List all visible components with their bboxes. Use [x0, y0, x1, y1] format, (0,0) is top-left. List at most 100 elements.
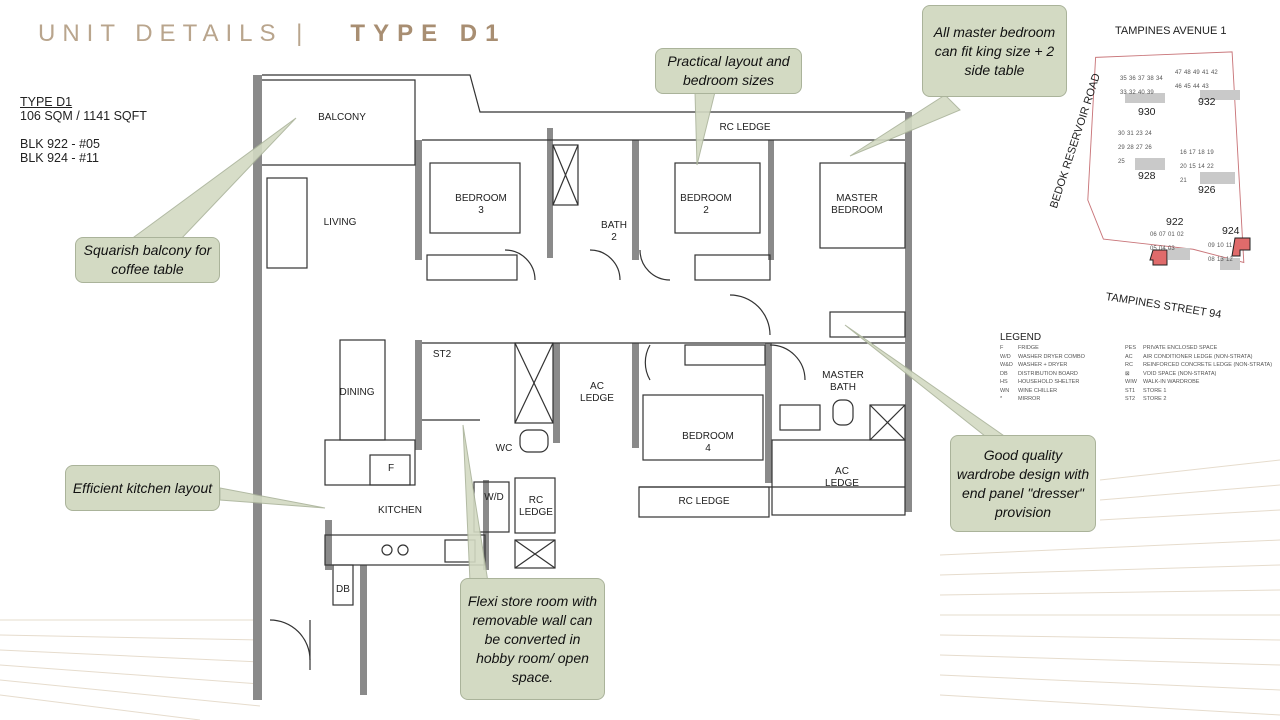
site-unit-number: 19 — [1207, 150, 1214, 156]
room-wc: WC — [495, 443, 513, 454]
legend-item: ⊠ VOID SPACE (NON-STRATA) — [1125, 371, 1272, 380]
site-unit-number: 29 — [1118, 145, 1125, 151]
site-unit-number: 37 — [1138, 76, 1145, 82]
legend-desc: STORE 1 — [1143, 387, 1167, 394]
site-unit-number: 27 — [1136, 145, 1143, 151]
legend-desc: HOUSEHOLD SHELTER — [1018, 379, 1080, 385]
unit-info: TYPE D1 106 SQM / 1141 SQFT BLK 922 - #0… — [20, 95, 147, 165]
room-wd: W/D — [484, 492, 504, 503]
site-unit-number: 20 — [1180, 164, 1187, 170]
legend-item: ST1 STORE 1 — [1125, 388, 1272, 397]
site-unit-number: 28 — [1127, 145, 1134, 151]
site-unit-number: 31 — [1127, 131, 1134, 137]
unit-type: TYPE D1 — [20, 95, 73, 109]
title-light: UNIT DETAILS | — [38, 20, 310, 47]
site-unit-number: 09 — [1208, 243, 1215, 249]
site-unit-number: 43 — [1202, 84, 1209, 90]
site-unit-number: 06 — [1150, 232, 1157, 238]
site-unit-number: 21 — [1180, 178, 1187, 184]
legend-desc: DISTRIBUTION BOARD — [1018, 370, 1078, 377]
legend-abbr: DB — [1000, 370, 1008, 377]
site-unit-number: 02 — [1177, 232, 1184, 238]
site-unit-number: 42 — [1211, 70, 1218, 76]
site-unit-number: 03 — [1168, 246, 1175, 252]
callout-kitchen: Efficient kitchen layout — [65, 465, 220, 511]
room-rc-ledge-top: RC LEDGE — [719, 122, 771, 133]
room-ac-ledge-2: AC LEDGE — [825, 466, 859, 489]
site-unit-number: 10 — [1217, 243, 1224, 249]
block-926: 926 — [1198, 184, 1216, 196]
room-fridge: F — [387, 463, 395, 474]
site-unit-number: 23 — [1136, 131, 1143, 137]
legend-abbr: WN — [1000, 387, 1010, 394]
room-bedroom-3: BEDROOM 3 — [455, 193, 507, 216]
site-plan — [1087, 51, 1251, 270]
site-unit-number: 12 — [1226, 257, 1233, 263]
callout-master-bedroom: All master bedroom can fit king size + 2… — [922, 5, 1067, 97]
site-unit-number: 07 — [1159, 232, 1166, 238]
room-db: DB — [336, 584, 350, 595]
room-bath-2: BATH 2 — [601, 220, 627, 243]
room-ac-ledge-1: AC LEDGE — [580, 381, 614, 404]
legend-abbr: HS — [1000, 379, 1008, 385]
site-unit-number: 11 — [1226, 243, 1233, 249]
room-st2: ST2 — [432, 349, 452, 360]
room-rc-ledge-kitchen: RC LEDGE — [519, 495, 553, 518]
legend-desc: PRIVATE ENCLOSED SPACE — [1143, 345, 1218, 351]
site-unit-number: 48 — [1184, 70, 1191, 76]
site-unit-number: 47 — [1175, 70, 1182, 76]
site-unit-number: 22 — [1207, 164, 1214, 170]
room-bedroom-2: BEDROOM 2 — [680, 193, 732, 216]
legend-title: LEGEND — [1000, 332, 1042, 343]
legend-item: DB DISTRIBUTION BOARD — [1000, 371, 1125, 380]
legend-item: *MIRROR — [1000, 396, 1125, 405]
legend-abbr: W&D — [1000, 362, 1013, 368]
legend-abbr: W/D — [1000, 353, 1011, 360]
site-unit-number: 18 — [1198, 150, 1205, 156]
legend-desc: MIRROR — [1018, 396, 1041, 402]
site-unit-number: 08 — [1208, 257, 1215, 263]
site-unit-number: 34 — [1156, 76, 1163, 82]
room-dining: DINING — [339, 387, 375, 398]
legend-desc: VOID SPACE (NON-STRATA) — [1143, 370, 1217, 377]
legend-abbr: WIW — [1125, 379, 1137, 385]
site-unit-number: 39 — [1147, 90, 1154, 96]
site-unit-number: 40 — [1138, 90, 1145, 96]
site-unit-number: 33 — [1120, 90, 1127, 96]
legend-abbr: RC — [1125, 362, 1133, 368]
site-unit-number: 41 — [1202, 70, 1209, 76]
block-930: 930 — [1138, 106, 1156, 118]
site-unit-number: 14 — [1198, 164, 1205, 170]
room-master-bedroom: MASTER BEDROOM — [831, 193, 883, 216]
site-unit-number: 30 — [1118, 131, 1125, 137]
callout-balcony: Squarish balcony for coffee table — [75, 237, 220, 283]
title-bold: TYPE D1 — [350, 20, 507, 47]
site-unit-number: 36 — [1129, 76, 1136, 82]
legend-item: W&D WASHER + DRYER — [1000, 362, 1125, 371]
unit-block: BLK 922 - #05 — [20, 137, 100, 151]
site-unit-number: 15 — [1189, 164, 1196, 170]
room-living: LIVING — [323, 217, 357, 228]
unit-area: 106 SQM / 1141 SQFT — [20, 109, 147, 123]
legend-desc: WASHER + DRYER — [1018, 362, 1068, 368]
site-unit-number: 49 — [1193, 70, 1200, 76]
legend-item: HS HOUSEHOLD SHELTER — [1000, 379, 1125, 388]
road-tampines-avenue-1: TAMPINES AVENUE 1 — [1115, 25, 1227, 37]
site-unit-number: 45 — [1184, 84, 1191, 90]
site-unit-number: 04 — [1159, 246, 1166, 252]
legend-abbr: ST1 — [1125, 387, 1136, 394]
site-unit-number: 24 — [1145, 131, 1152, 137]
legend-desc: WINE CHILLER — [1018, 387, 1058, 394]
legend-abbr: ⊠ — [1125, 370, 1130, 377]
room-kitchen: KITCHEN — [378, 505, 422, 516]
legend-desc: WALK-IN WARDROBE — [1143, 379, 1200, 385]
legend-desc: AIR CONDITIONER LEDGE (NON-STRATA) — [1143, 353, 1253, 360]
